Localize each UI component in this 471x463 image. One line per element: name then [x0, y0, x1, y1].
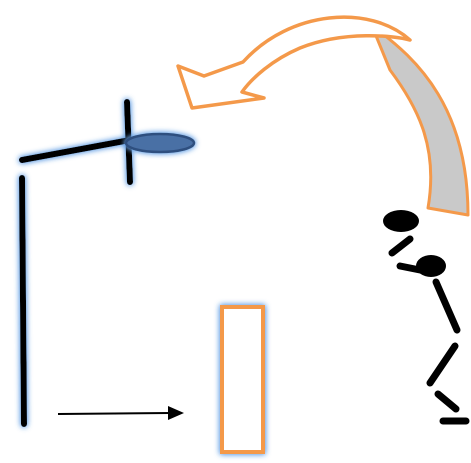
arc-front-arrow	[176, 15, 412, 110]
hoop-pole	[19, 175, 27, 427]
ground-arrow-head	[168, 406, 184, 420]
target-box	[220, 305, 265, 454]
player-torso	[432, 278, 461, 334]
player-arm-upper	[388, 235, 414, 257]
hoop-arm	[19, 137, 133, 163]
basketball-hoop	[19, 99, 133, 427]
player-shin	[434, 390, 460, 413]
player-thigh	[426, 342, 459, 387]
player-head	[383, 210, 419, 232]
basketball-rim	[124, 132, 196, 154]
shot-arc-arrow	[176, 15, 470, 217]
player-arm-lower	[396, 262, 424, 274]
ground-arrow-shaft	[57, 412, 171, 415]
ball-held	[416, 255, 446, 277]
ground-direction-arrow	[57, 406, 184, 420]
arc-back-band	[370, 24, 470, 217]
player-stick-figure	[383, 210, 470, 425]
